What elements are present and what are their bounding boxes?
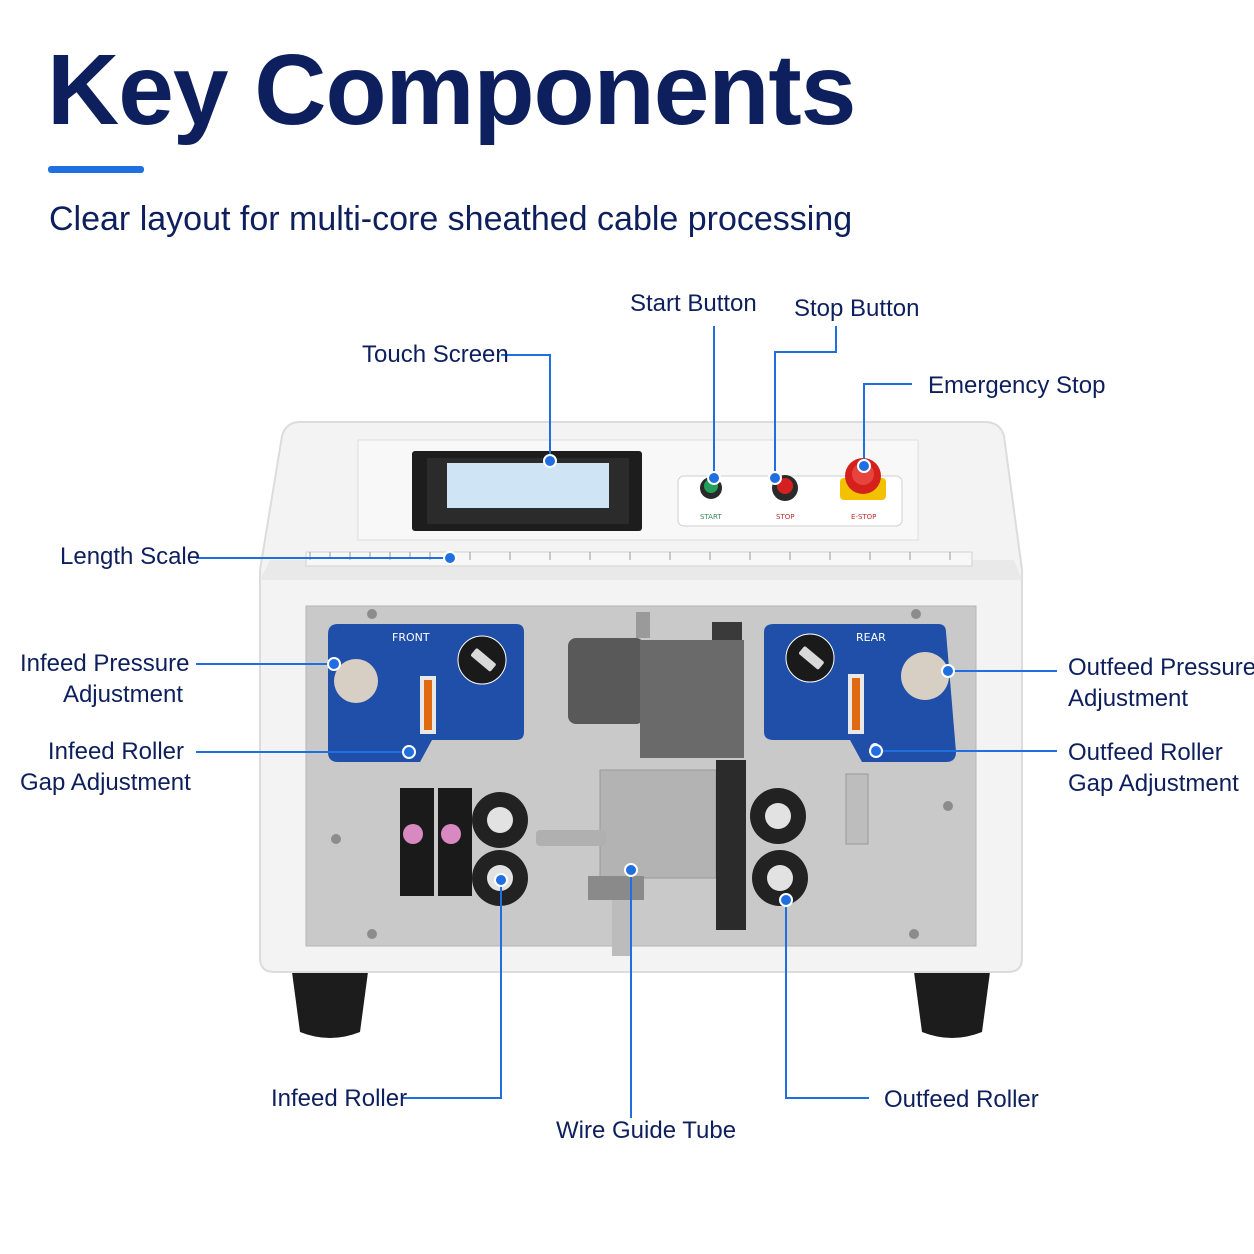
page-subtitle: Clear layout for multi-core sheathed cab… (49, 200, 853, 238)
callout-wire-guide-tube: Wire Guide Tube (556, 1117, 737, 1144)
front-control-panel: FRONT (328, 624, 524, 762)
callout-length-scale: Length Scale (60, 543, 201, 570)
button-panel: START STOP E-STOP (677, 458, 903, 527)
rear-label: REAR (856, 631, 886, 644)
page-title: Key Components (47, 34, 856, 146)
estop-panel-label: E-STOP (851, 513, 876, 521)
wire-guides (400, 788, 472, 896)
infeed-rollers (472, 792, 528, 906)
callout-infeed-roller: Infeed Roller (271, 1085, 408, 1112)
outfeed-rollers (750, 788, 808, 906)
touch-screen (412, 451, 642, 531)
rear-control-panel: REAR (764, 624, 956, 762)
callout-start-button: Start Button (630, 290, 757, 317)
stop-panel-label: STOP (776, 513, 794, 521)
start-panel-label: START (700, 513, 722, 521)
leader-lines (196, 326, 1057, 1118)
callout-emergency-stop: Emergency Stop (928, 372, 1106, 399)
title-underline (48, 166, 144, 173)
machine-feet (292, 972, 990, 1038)
callout-outfeed-roller: Outfeed Roller (884, 1086, 1039, 1113)
front-label: FRONT (392, 631, 430, 644)
callout-touch-screen: Touch Screen (362, 341, 509, 368)
central-mechanism (536, 612, 869, 956)
callout-stop-button: Stop Button (794, 295, 920, 322)
leader-dots (327, 454, 955, 907)
